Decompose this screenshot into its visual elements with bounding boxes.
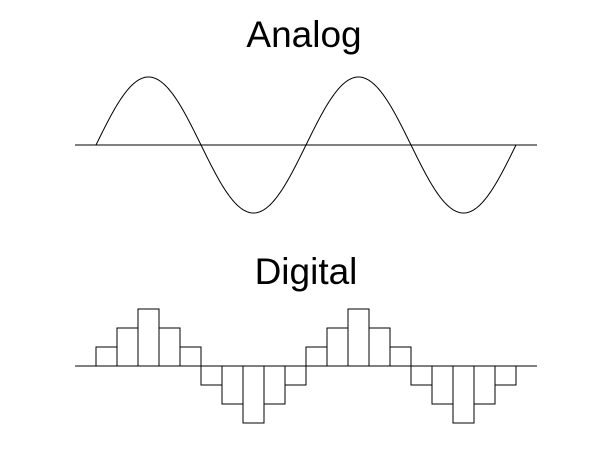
digital-step-bar xyxy=(326,327,349,367)
digital-step-bar xyxy=(305,346,328,367)
analog-sine-wave xyxy=(95,76,517,214)
digital-step-bar xyxy=(116,327,139,367)
digital-step-bar xyxy=(494,365,517,386)
digital-step-bar xyxy=(95,346,118,367)
digital-step-bar xyxy=(284,365,307,386)
digital-step-bar xyxy=(242,365,265,424)
digital-step-bar xyxy=(431,365,454,405)
analog-title: Analog xyxy=(246,14,361,55)
digital-step-bars xyxy=(95,308,517,424)
digital-step-bar xyxy=(158,327,181,367)
digital-title: Digital xyxy=(255,251,358,292)
digital-step-bar xyxy=(473,365,496,405)
digital-step-bar xyxy=(347,308,370,367)
digital-step-bar xyxy=(179,346,202,367)
digital-step-bar xyxy=(200,365,223,386)
digital-step-bar xyxy=(452,365,475,424)
digital-step-bar xyxy=(389,346,412,367)
digital-step-bar xyxy=(263,365,286,405)
digital-step-bar xyxy=(410,365,433,386)
digital-step-bar xyxy=(221,365,244,405)
digital-step-bar xyxy=(137,308,160,367)
digital-step-bar xyxy=(368,327,391,367)
